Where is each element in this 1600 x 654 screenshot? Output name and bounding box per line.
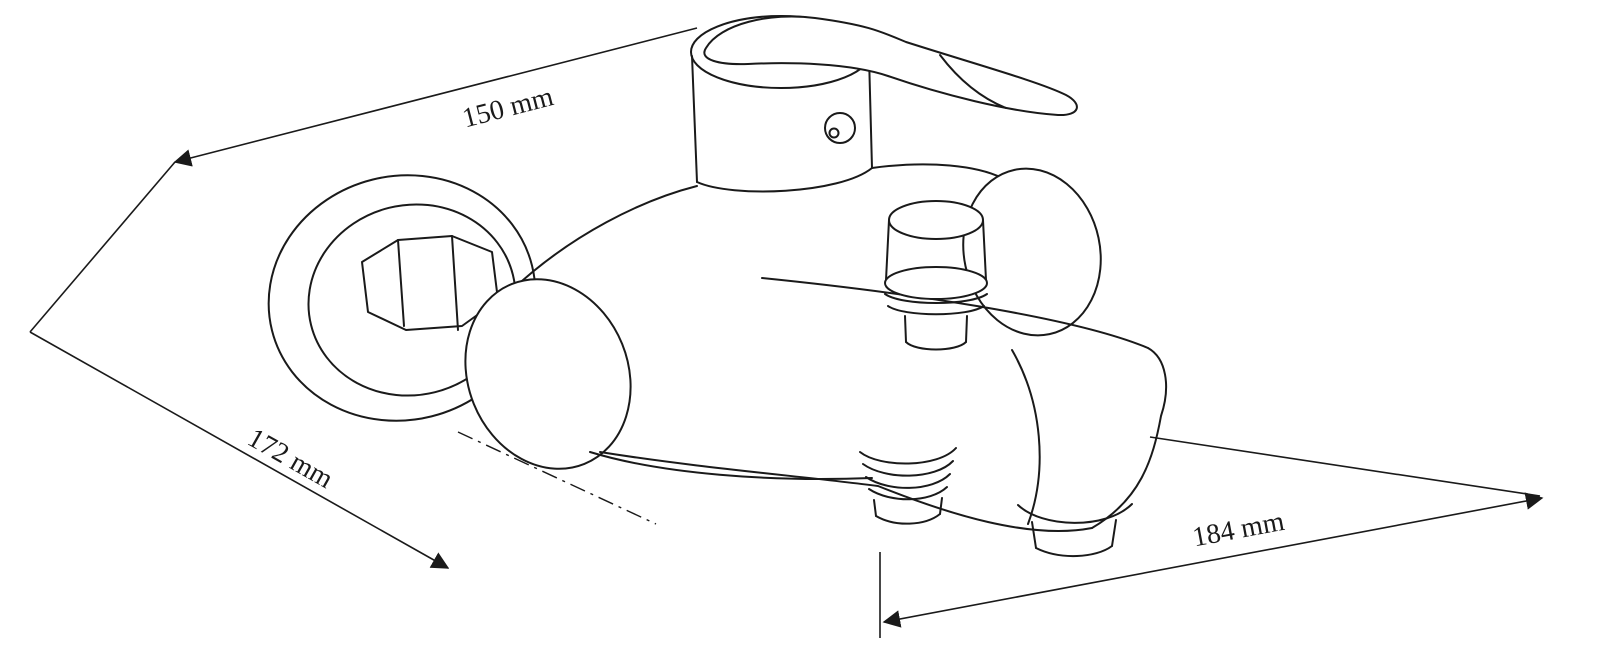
- cartridge-right-edge: [868, 55, 873, 169]
- diverter-stem-side: [904, 315, 907, 343]
- connector-thread: [865, 473, 951, 489]
- diverter-stem-side: [965, 315, 968, 343]
- diverter-stem-bottom: [905, 341, 967, 351]
- faucet-technical-drawing: [267, 15, 1168, 557]
- handle-set-screw: [824, 112, 856, 144]
- spout-top-edge: [761, 277, 1149, 349]
- diverter-top-cap: [888, 200, 984, 240]
- cartridge-base-curve: [696, 167, 873, 193]
- aerator-side: [1111, 519, 1117, 547]
- diverter-ridge-ring: [884, 266, 988, 300]
- aerator: [1017, 503, 1133, 557]
- dimension-label-150mm: 150 mm: [459, 81, 557, 134]
- spout-bottom-edge: [599, 451, 1093, 532]
- dimension-line-150mm: [173, 27, 698, 167]
- diverter-ridge-ring: [887, 305, 985, 316]
- handle-crease-line: [939, 54, 1007, 109]
- dimension-label-172mm: 172 mm: [242, 422, 338, 495]
- diverter-knob: [884, 200, 988, 351]
- handle-outline: [703, 15, 1078, 117]
- dimension-line-172mm: [29, 331, 450, 569]
- body-top-left-edge: [511, 185, 698, 291]
- centerline-axis: [457, 431, 657, 525]
- spout-end-outline: [1091, 347, 1168, 529]
- hose-connector: [859, 447, 957, 525]
- spout-face-edge: [1011, 349, 1041, 525]
- handle-set-screw-center: [828, 127, 840, 139]
- plane-edge-right: [1149, 436, 1541, 497]
- aerator-bottom: [1035, 545, 1113, 557]
- connector-thread: [868, 486, 948, 501]
- body-top-right-edge: [871, 163, 1003, 179]
- body-bottom-edge: [589, 451, 873, 480]
- nut-facet-line: [397, 239, 405, 327]
- diverter-side: [885, 219, 890, 281]
- dimension-label-184mm: 184 mm: [1190, 506, 1287, 554]
- dimension-150mm: [173, 27, 698, 167]
- connector-side: [939, 497, 943, 515]
- aerator-ring: [1017, 503, 1133, 524]
- dimension-line-184mm: [882, 492, 1544, 628]
- mounting-nut: [361, 235, 499, 331]
- connector-top: [859, 447, 957, 465]
- connector-bottom: [875, 513, 941, 525]
- dimension-184mm: [879, 492, 1544, 638]
- body-front-cap: [464, 278, 632, 470]
- cartridge-left-edge: [691, 55, 698, 183]
- spout: [599, 277, 1168, 532]
- handle-lever: [703, 15, 1078, 144]
- body-right-cap: [962, 167, 1102, 337]
- diverter-ridge-ring: [884, 293, 988, 304]
- diverter-side: [982, 219, 987, 281]
- dimension-172mm: [29, 331, 450, 569]
- plane-edge-left: [29, 161, 176, 333]
- aerator-side: [1031, 521, 1037, 549]
- nut-facet-line: [451, 235, 459, 331]
- connector-thread: [862, 460, 954, 477]
- connector-side: [873, 499, 877, 517]
- dimension-lines: [29, 27, 1544, 638]
